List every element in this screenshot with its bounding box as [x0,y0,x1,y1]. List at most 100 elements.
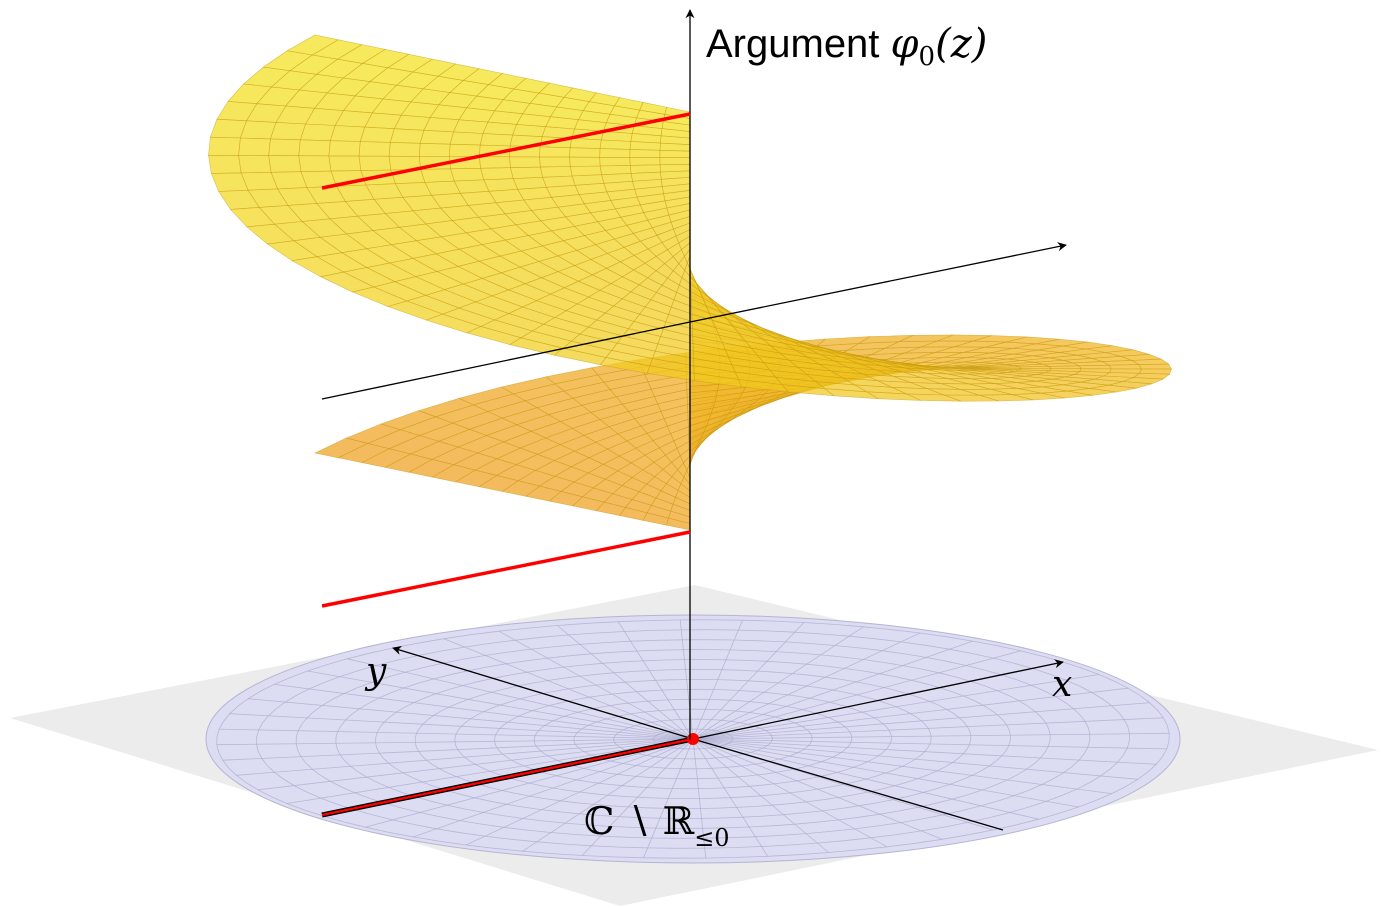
surface-patch [328,155,362,172]
disc-spoke [692,738,1167,750]
surface-patch [420,168,455,183]
surface-patch [270,171,308,190]
disc-spoke [692,622,805,740]
surface-patch [482,121,518,136]
y-axis-label: y [364,651,387,692]
disc-spoke [692,620,743,740]
surface-patch [423,117,460,133]
surface-patch [512,124,547,138]
surface-patch [449,131,484,146]
surface-patch [298,155,332,173]
disc-spoke [692,702,1150,740]
surface-patch [479,156,511,169]
disc-spoke [692,626,864,740]
surface-patch [1089,384,1137,393]
surface-patch [269,122,307,141]
surface-patch [268,155,302,173]
surface-patch [389,128,425,144]
disc-spoke [692,738,769,857]
disc-spoke [229,713,694,740]
surface-patch [509,156,541,169]
surface-patch [539,146,571,158]
domain-label: ℂ ∖ ℝ≤0 [584,799,730,852]
surface-patch [453,179,490,194]
disc-spoke [498,630,694,740]
disc-spoke [679,619,694,740]
surface-patch [299,123,336,142]
disc-spoke [443,638,694,740]
disc-spoke [581,738,694,856]
surface-patch [1078,364,1112,370]
surface-patch [659,157,691,166]
surface-patch [388,142,421,157]
disc-spoke [692,738,707,859]
disc-spoke [692,632,921,740]
disc-spoke [522,738,694,852]
surface-patch [629,157,661,166]
surface-patch [453,119,489,134]
mid-x-axis-back [321,321,691,400]
surface-patch [328,140,361,157]
surface-patch [208,154,242,174]
surface-patch [599,139,632,150]
surface-patch [540,166,573,178]
surface-patch [659,149,691,159]
disc-spoke [617,621,694,740]
disc-spoke [692,674,1100,740]
surface-patch [329,125,366,142]
surface-patch [569,165,602,177]
disc-spoke [222,738,694,761]
surface-patch [418,142,451,157]
surface-patch [358,141,391,157]
surface-patch [510,166,544,179]
surface-patch [268,138,301,157]
surface-patch [448,143,481,158]
argument-surface [208,34,1173,531]
surface-patch [238,137,271,156]
surface-patch [480,167,514,181]
branch-cut-top [321,112,691,190]
surface-patch [659,142,691,152]
disc-spoke [274,684,694,740]
surface-patch [569,147,601,158]
disc-spoke [365,738,694,828]
surface-patch [239,120,277,140]
disc-spoke [692,738,1039,820]
surface-patch [358,155,392,171]
surface-patch [539,156,571,168]
disc-spoke [219,728,694,740]
surface-patch [1130,358,1170,365]
surface-patch [599,148,631,158]
disc-spoke [692,738,943,840]
disc-spoke [557,625,694,740]
surface-patch [479,133,513,147]
disc-spoke [248,698,694,740]
origin-point [687,733,699,745]
disc-spoke [692,687,1129,740]
x-axis-back [692,738,1004,831]
x-axis [692,659,1064,740]
y-axis [392,646,694,740]
surface-patch [629,149,661,158]
branch-cut-bottom [321,530,691,608]
disc-spoke [413,738,694,838]
disc-spoke [465,738,694,846]
branch-cut-domain-red [321,737,694,817]
x-axis-label: x [1052,664,1072,705]
disc-spoke [692,717,1164,740]
disc-spoke [692,732,1170,740]
mid-x-axis-front [689,242,1067,323]
surface-patch [208,136,241,156]
disc-spoke [257,738,694,791]
disc-spoke [692,738,1138,780]
disc-spoke [692,738,1157,765]
surface-patch [450,167,485,182]
surface-patch [569,137,602,149]
surface-patch [424,180,461,196]
surface-patch [238,155,272,174]
disc-spoke [216,738,694,746]
surface-patch [1108,364,1142,370]
surface-patch [629,141,661,151]
disc-spoke [286,738,694,804]
